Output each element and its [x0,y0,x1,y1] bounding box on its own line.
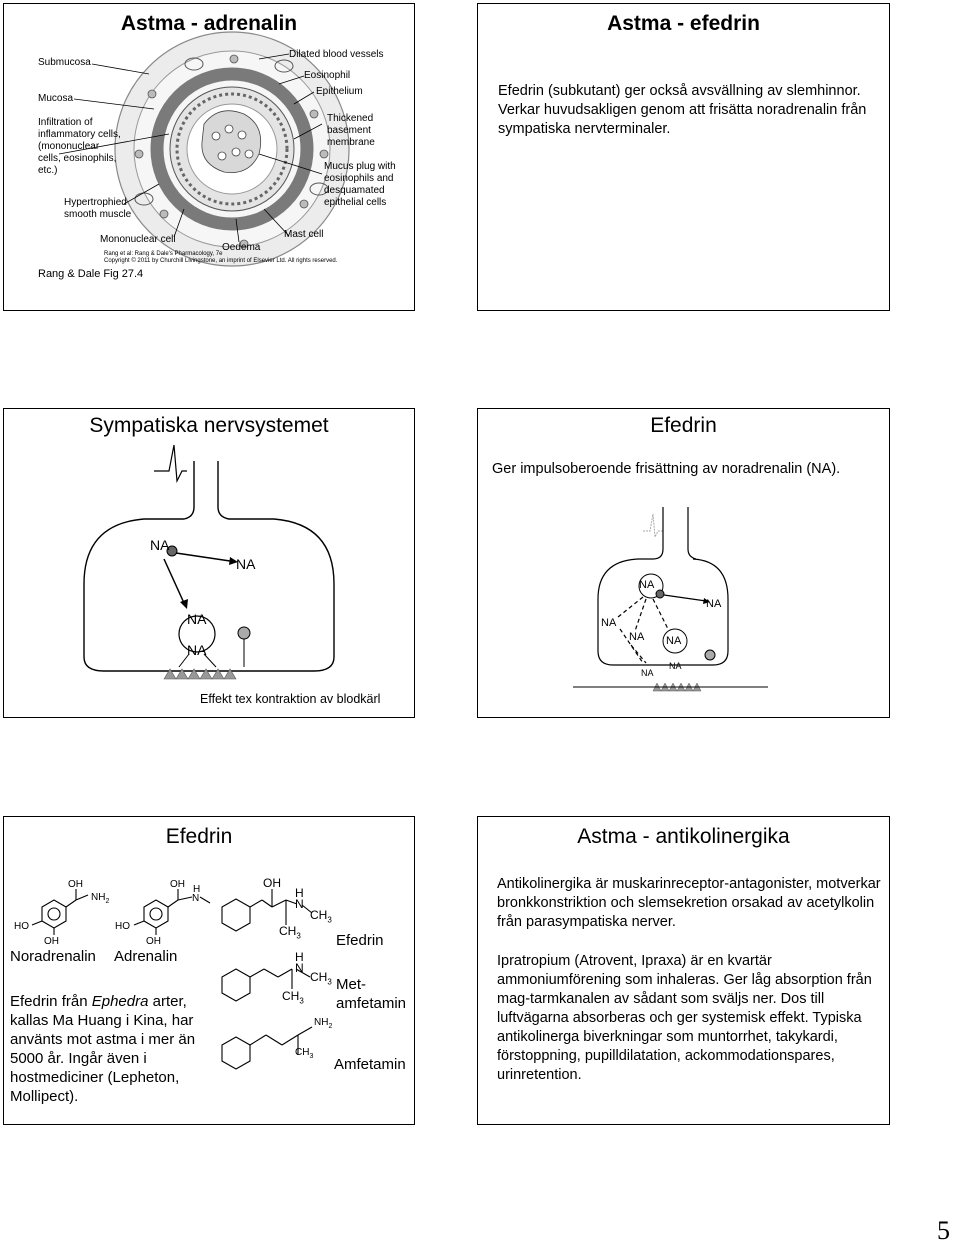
slide-title: Sympatiska nervsystemet [89,414,329,437]
nerve-terminal-diagram [83,444,335,680]
label-metamfetamin-2: amfetamin [336,995,407,1012]
na-label: NA [187,611,207,627]
label-efedrin: Efedrin [336,932,384,949]
label-infiltration-5: etc.) [38,165,58,176]
chem-label: H [295,886,304,900]
label-thickened-1: Thickened [327,113,374,124]
chem-label: CH3 [282,989,304,1006]
slide-efedrin-structures: Efedrin [3,816,415,1125]
slide-astma-adrenalin: Astma - adrenalin [3,3,415,311]
chem-label: N [192,893,200,904]
slide-paragraph-1: Antikolinergika är muskarinreceptor-anta… [497,876,881,930]
slide-title: Efedrin [165,825,233,848]
label-mononuclear: Mononuclear cell [100,234,176,245]
chem-label: OH [170,879,185,890]
slide-astma-antikolinergika: Astma - antikolinergika Antikolinergika … [477,816,890,1125]
effect-caption: Effekt tex kontraktion av blodkärl [200,692,381,706]
label-mucus-1: Mucus plug with [324,161,396,172]
page-number: 5 [937,1216,950,1245]
na-label: NA [666,635,682,647]
chem-label: N [295,897,304,911]
chem-label: CH3 [310,970,332,987]
na-label: NA [706,598,722,610]
label-infiltration-4: cells, eosinophils, [38,153,117,164]
slide-title: Astma - antikolinergika [577,825,790,848]
chem-label: CH3 [295,1047,314,1060]
label-metamfetamin-1: Met- [336,976,366,993]
na-label: NA [187,642,207,658]
na-label: NA [641,668,654,678]
label-amfetamin: Amfetamin [334,1056,406,1073]
label-submucosa: Submucosa [38,57,91,68]
label-dilated-vessels: Dilated blood vessels [289,49,384,60]
slide-title: Astma - adrenalin [120,12,298,35]
na-label: NA [629,631,645,643]
na-label: NA [236,556,256,572]
action-potential-icon [154,444,187,484]
na-label: NA [601,617,617,629]
slide-paragraph-2: Ipratropium (Atrovent, Ipraxa) är en kva… [497,953,872,1083]
label-hypertrophied-1: Hypertrophied [64,197,127,208]
copyright-line-2: Copyright © 2011 by Churchill Livingston… [104,258,338,264]
label-infiltration-2: inflammatory cells, [38,129,121,140]
na-label: NA [150,537,170,553]
label-mast-cell: Mast cell [284,229,324,240]
label-thickened-3: membrane [327,137,375,148]
label-infiltration-3: (mononuclear [38,141,100,152]
label-eosinophil: Eosinophil [304,70,351,81]
label-noradrenalin: Noradrenalin [10,948,96,965]
airway-cross-section-diagram [58,31,350,267]
chem-label: CH3 [279,924,301,941]
slide-title: Astma - efedrin [607,12,760,35]
chem-label: HO [14,921,29,932]
ephedrine-release-diagram [573,507,768,692]
chem-label: OH [68,879,83,890]
label-adrenalin: Adrenalin [114,948,178,965]
label-mucus-4: epithelial cells [324,197,387,208]
label-thickened-2: basement [327,125,371,136]
slide-body: Efedrin (subkutant) ger också avsvällnin… [498,83,867,137]
chemical-structures [31,889,313,1070]
chem-label: OH [146,936,161,947]
chem-label: HO [115,921,130,932]
slide-efedrin-mechanism: Efedrin Ger impulsoberoende frisättning … [477,408,890,718]
na-label: NA [669,661,682,671]
label-mucosa: Mucosa [38,93,74,104]
slide-body: Ger impulsoberoende frisättning av norad… [492,461,841,477]
label-mucus-2: eosinophils and [324,173,394,184]
chem-label: NH2 [314,1017,333,1030]
slide-body: Efedrin från Ephedra arter, kallas Ma Hu… [10,993,196,1105]
chem-label: NH2 [91,892,110,905]
slide-sympatiska-nervsystemet: Sympatiska nervsystemet NA NA NA NA Effe… [3,408,415,718]
chem-label: CH3 [310,908,332,925]
chem-label: H [295,950,304,964]
label-hypertrophied-2: smooth muscle [64,209,132,220]
na-label: NA [639,579,655,591]
slide-title: Efedrin [650,414,717,437]
copyright-line-1: Rang et al: Rang & Dale's Pharmacology, … [104,251,223,257]
slide-astma-efedrin: Astma - efedrin Efedrin (subkutant) ger … [477,3,890,311]
label-infiltration-1: Infiltration of [38,117,93,128]
label-mucus-3: desquamated [324,185,385,196]
label-epithelium: Epithelium [316,86,363,97]
chem-label: H [193,884,201,895]
chem-label: N [295,961,304,975]
figure-caption: Rang & Dale Fig 27.4 [38,268,144,280]
action-potential-icon [643,513,664,539]
chem-label: OH [44,936,59,947]
chem-label: OH [263,876,281,890]
label-oedema: Oedema [222,242,261,253]
